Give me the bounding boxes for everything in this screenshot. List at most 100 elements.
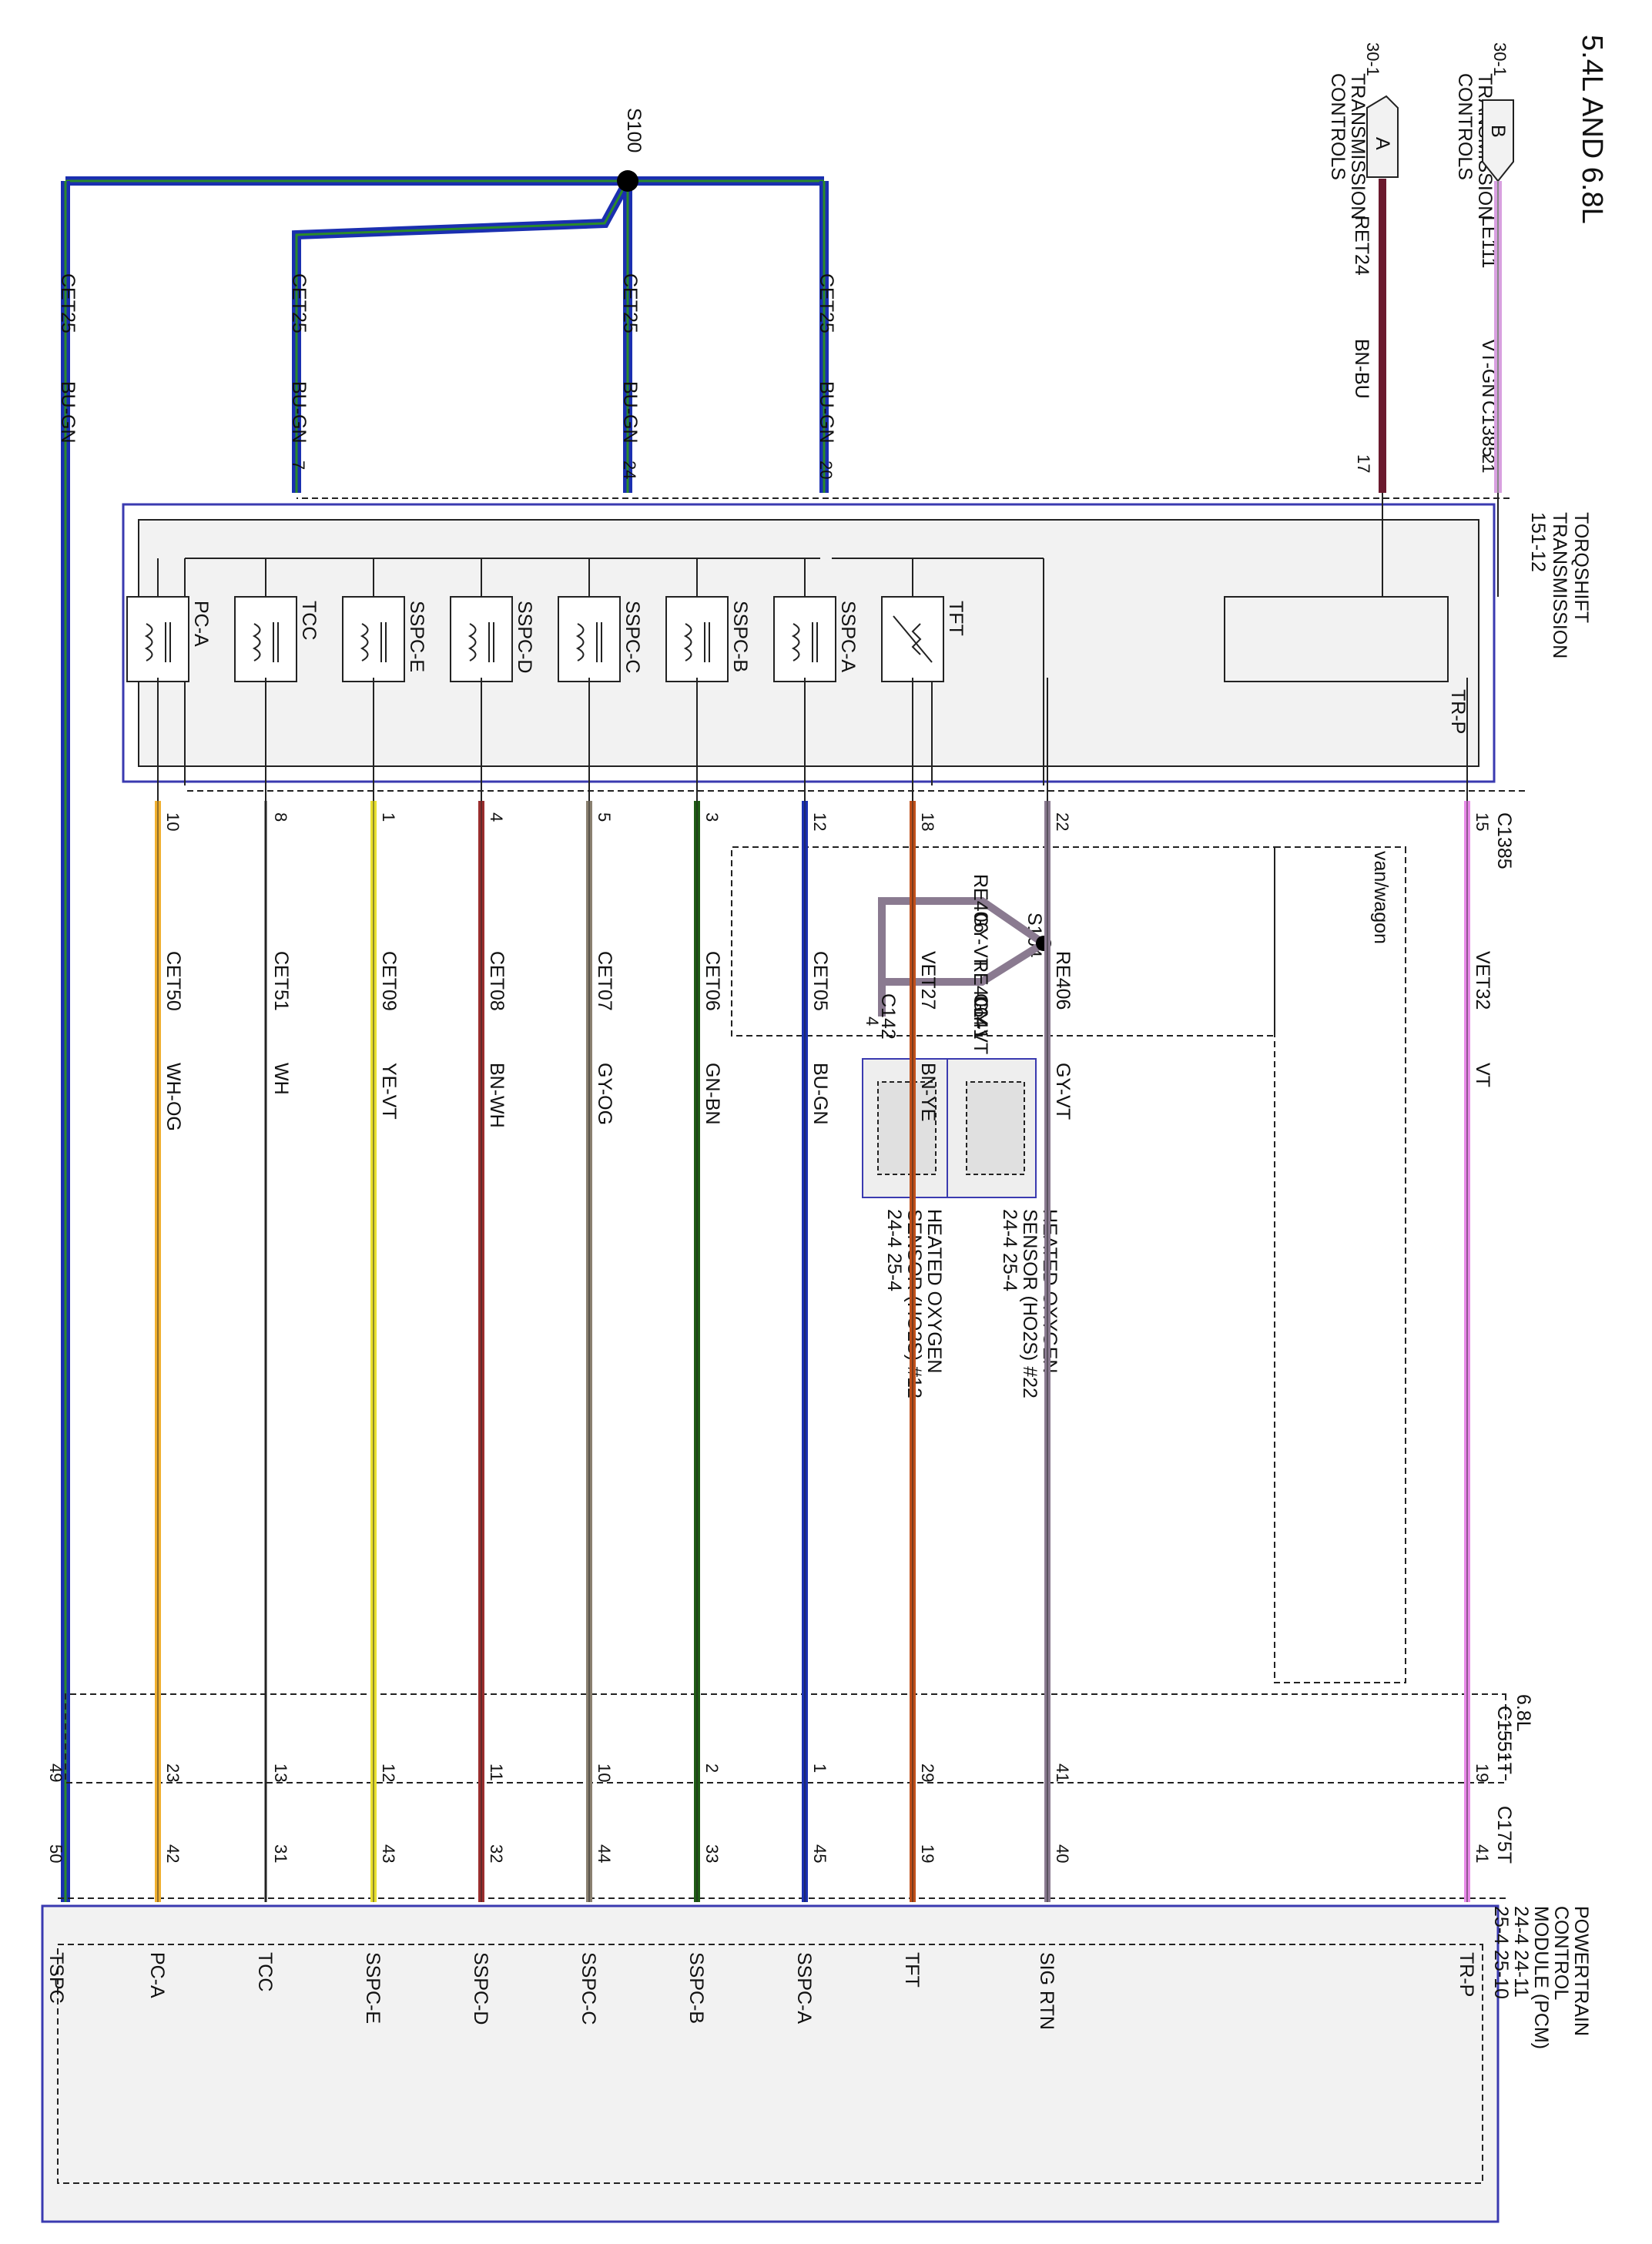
c1551t-pin: 10: [595, 1763, 614, 1782]
svg-text:17: 17: [1354, 454, 1373, 473]
van-wagon-label: van/wagon: [1370, 851, 1392, 944]
pin-number: 22: [1053, 812, 1072, 831]
pin-number: 1: [379, 812, 398, 822]
component-label: SSPC-C: [622, 601, 643, 673]
harness-wires: 10CET50WH-OG2342PC-A8CET51WH1331TCC1CET0…: [146, 678, 1515, 2030]
component-label: SSPC-A: [837, 601, 859, 672]
color-label: GN-BN: [702, 1063, 723, 1125]
pin-number: 8: [271, 812, 290, 822]
offpage-connector-b: 30-1 TRANSMISSION CONTROLS B LE111 VT-GN…: [1454, 42, 1514, 473]
c1551t-pin: 19: [1473, 1763, 1492, 1782]
sensor-ho2s-22: RE406 GY-VT C141 4 HEATED OXYGEN SENSOR …: [947, 959, 1061, 1398]
transmission-title-1: TORQSHIFT: [1570, 512, 1592, 623]
svg-text:RET24: RET24: [1351, 216, 1372, 276]
color-label: BU-GN: [809, 1063, 831, 1125]
svg-text:25-4 25-10: 25-4 25-10: [1490, 1906, 1512, 1999]
c175t-pin: 42: [163, 1844, 183, 1863]
c1551t-pin: 41: [1053, 1763, 1072, 1782]
connector-b-icon: [1482, 99, 1514, 183]
svg-text:C142: C142: [877, 993, 899, 1040]
svg-text:BU-GN: BU-GN: [288, 381, 310, 444]
color-label: BN-YE: [917, 1063, 939, 1121]
svg-text:30-1: 30-1: [1490, 42, 1510, 76]
circuit-label: CET08: [486, 951, 508, 1011]
svg-text:CONTROL: CONTROL: [1550, 1906, 1572, 2000]
svg-text:7: 7: [289, 461, 308, 470]
c1551t-pin: 11: [487, 1763, 506, 1781]
pcm-pin-label: SSPC-B: [685, 1952, 707, 2024]
svg-text:24-4 25-4: 24-4 25-4: [883, 1209, 905, 1291]
tr-p-switch: [1224, 596, 1449, 682]
c175t-pin: 32: [487, 1844, 506, 1863]
pin-number: 5: [595, 812, 614, 822]
svg-text:BN-BU: BN-BU: [1351, 339, 1372, 399]
svg-text:B: B: [1487, 125, 1509, 138]
svg-text:S100: S100: [623, 108, 645, 152]
pcm-pin-label: SSPC-C: [578, 1952, 599, 2025]
pcm-pin-label: TCC: [254, 1952, 276, 1991]
component-label: TFT: [945, 601, 967, 636]
engine-68-label: 6.8L: [1513, 1694, 1534, 1732]
c1385-label: C1385: [1493, 812, 1515, 869]
c1551t-label: C1551T: [1493, 1706, 1515, 1774]
pin-number: 4: [487, 812, 506, 822]
color-label: WH-OG: [163, 1063, 184, 1131]
c175t-pin: 33: [702, 1844, 722, 1863]
c1551t-pin: 29: [918, 1763, 937, 1782]
svg-text:SENSOR (HO2S) #22: SENSOR (HO2S) #22: [1019, 1209, 1040, 1398]
tr-p-label: TR-P: [1447, 689, 1469, 734]
coil-icon: SSPC-C: [558, 596, 643, 682]
c1551t-pin: 2: [702, 1763, 722, 1773]
svg-text:4: 4: [863, 1016, 882, 1026]
svg-text:BU-GN: BU-GN: [816, 381, 837, 444]
c175t-pin: 44: [595, 1844, 614, 1863]
circuit-label: VET27: [917, 951, 939, 1010]
pcm-pin-label: SSPC-D: [470, 1952, 491, 2025]
c175t-label: C175T: [1493, 1806, 1515, 1864]
pin-number: 3: [702, 812, 722, 822]
circuit-label: CET07: [594, 951, 615, 1011]
pcm-pin-label: SSPC-A: [793, 1952, 815, 2024]
svg-text:CONTROLS: CONTROLS: [1454, 73, 1476, 180]
component-label: SSPC-D: [514, 601, 535, 673]
c1551t-pin: 23: [163, 1763, 183, 1782]
svg-text:A: A: [1372, 137, 1393, 150]
svg-text:C141: C141: [970, 993, 991, 1040]
circuit-label: RE406: [1052, 951, 1074, 1010]
pin-number: 15: [1473, 812, 1492, 831]
svg-text:RE406: RE406: [970, 959, 991, 1017]
tspc-circuit: 49 50 TSPC: [45, 1763, 67, 2004]
svg-text:TRANSMISSION: TRANSMISSION: [1347, 73, 1369, 219]
color-label: BN-WH: [486, 1063, 508, 1128]
color-label: WH: [270, 1063, 292, 1095]
pin-number: 10: [163, 812, 183, 831]
transmission-title-2: TRANSMISSION: [1549, 512, 1570, 658]
pcm-pin-label: TFT: [901, 1952, 923, 1988]
component-label: SSPC-E: [406, 601, 427, 672]
svg-text:24: 24: [620, 461, 639, 479]
sensor-ho2s-12: RE406 GY-VT C142 4 HEATED OXYGEN SENSOR …: [862, 874, 991, 1398]
component-label: SSPC-B: [729, 601, 751, 672]
color-label: VT: [1472, 1063, 1493, 1087]
c1551t-band: [65, 1693, 1506, 1783]
svg-text:CET25: CET25: [816, 273, 837, 333]
pcm-pin-label: SSPC-E: [362, 1952, 384, 2024]
svg-text:GY-VT: GY-VT: [970, 913, 991, 970]
svg-text:TSPC: TSPC: [45, 1952, 67, 2004]
svg-text:CET25: CET25: [288, 273, 310, 333]
top-wire-labels: CET25 BU-GN 7 CET25 BU-GN 24 CET25 BU-GN…: [57, 273, 837, 479]
svg-text:GY-VT: GY-VT: [970, 997, 991, 1054]
coil-icon: SSPC-E: [342, 596, 427, 682]
color-label: GY-OG: [594, 1063, 615, 1125]
pin-number: 18: [918, 812, 937, 831]
c175t-pin: 45: [810, 1844, 829, 1863]
